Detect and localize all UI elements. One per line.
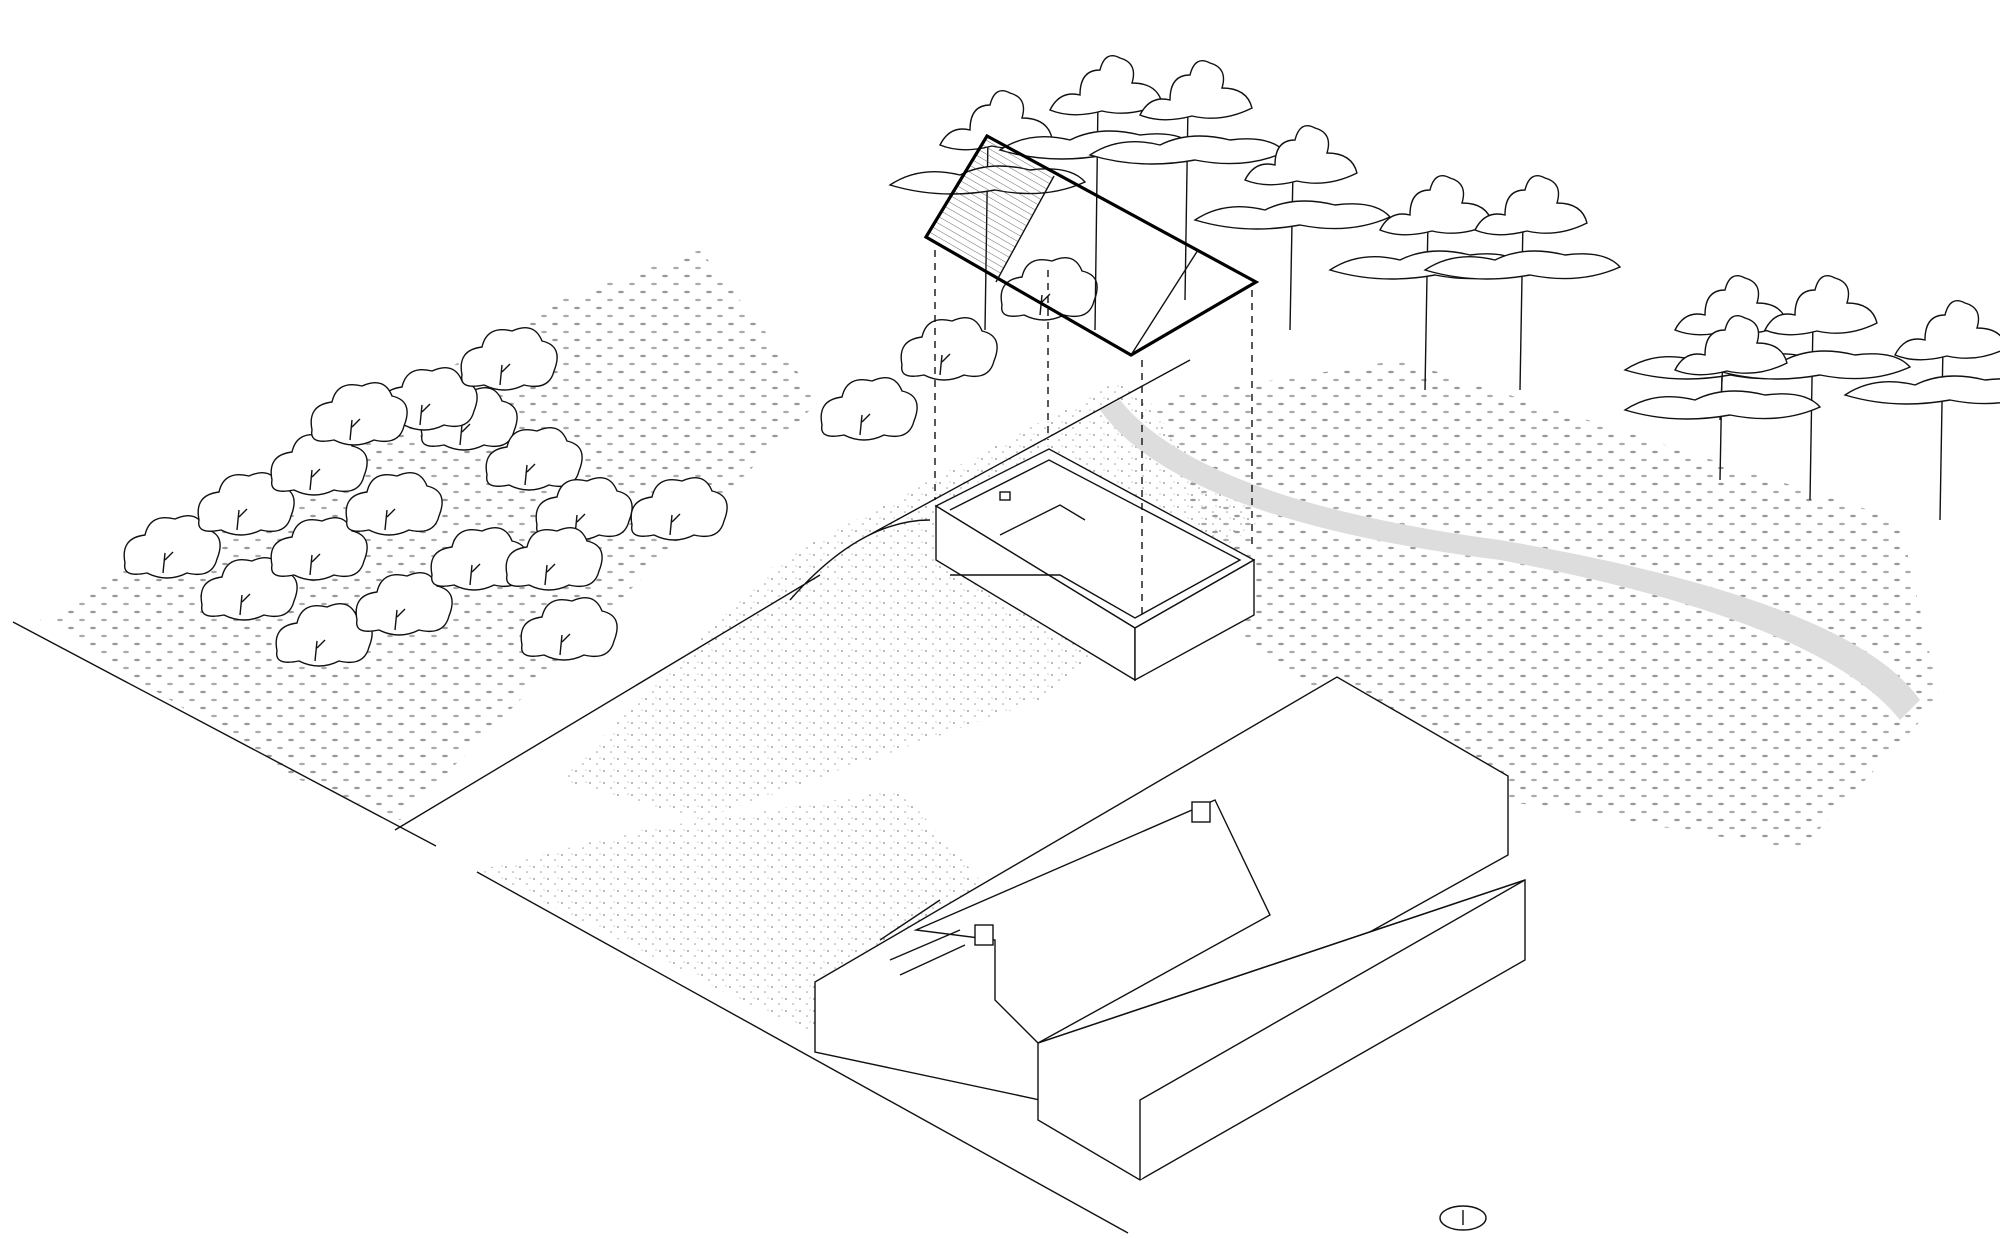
tree-icon — [460, 327, 558, 391]
tree-icon — [123, 515, 221, 579]
tree-icon — [197, 472, 295, 536]
north-arrow-icon — [1439, 1205, 1487, 1231]
pine-tree-icon — [1623, 315, 1822, 421]
east-field — [1150, 360, 1940, 850]
pine-tree-icon — [1423, 175, 1622, 391]
orchard-field — [40, 250, 820, 820]
footpath — [1100, 400, 1920, 720]
floating-roof — [923, 133, 1260, 620]
farmhouse — [814, 676, 1526, 1181]
tree-icon — [520, 597, 618, 661]
ground-edge-line — [12, 621, 437, 847]
pine-tree-icon — [1193, 125, 1392, 331]
tree-icon — [485, 427, 583, 491]
tree-icon — [345, 472, 443, 536]
tree-icon — [505, 527, 603, 591]
tree-icon — [900, 317, 998, 381]
pine-tree-icon — [1843, 300, 2000, 521]
tree-group — [123, 55, 2000, 667]
tree-icon — [270, 517, 368, 581]
pine-tree-icon — [1088, 60, 1287, 301]
tree-icon — [310, 382, 408, 446]
tree-icon — [270, 432, 368, 496]
tree-icon — [630, 477, 728, 541]
pavilion-walls — [934, 448, 1256, 682]
tree-icon — [820, 377, 918, 441]
ground-edge-line — [476, 871, 1129, 1234]
hedge-line — [394, 359, 1191, 831]
tree-icon — [355, 572, 453, 636]
